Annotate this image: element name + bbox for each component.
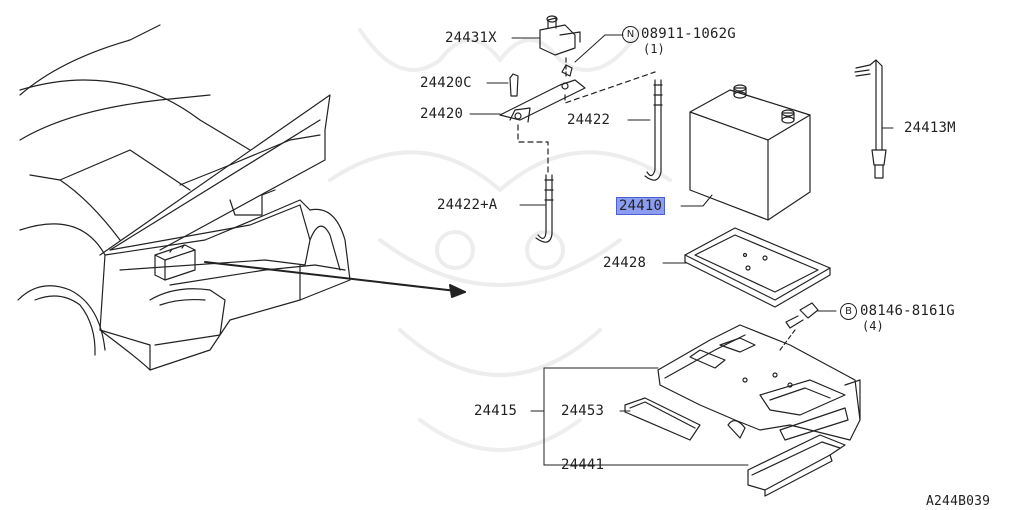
figure-code: A244B039 [926, 494, 991, 509]
part-label-24422[interactable]: 24422 [567, 112, 611, 128]
bolt-illustration [779, 302, 819, 351]
part-label-24422-a[interactable]: 24422+A [437, 197, 498, 213]
nut-prefix-badge: N [622, 26, 639, 43]
bolt-prefix-badge: B [840, 303, 857, 320]
bolt-quantity: (4) [862, 319, 884, 333]
leader-lines [469, 34, 894, 466]
part-label-08911-1062g[interactable]: 08911-1062G [641, 26, 736, 42]
watermark [328, 28, 672, 452]
car-illustration [17, 24, 351, 371]
part-label-24428[interactable]: 24428 [603, 255, 647, 271]
part-label-24415[interactable]: 24415 [474, 403, 518, 419]
part-label-24420c[interactable]: 24420C [420, 75, 472, 91]
battery-tray-illustration [684, 227, 831, 308]
nut-quantity: (1) [643, 42, 665, 56]
part-label-24420[interactable]: 24420 [420, 106, 464, 122]
part-label-24441[interactable]: 24441 [561, 457, 605, 473]
pointer-arrow [204, 261, 466, 298]
mounting-bracket-illustration [624, 324, 861, 497]
clamp-assembly [499, 15, 656, 176]
part-label-24431x[interactable]: 24431X [445, 30, 497, 46]
hold-down-rods [535, 79, 663, 243]
battery-illustration [689, 84, 811, 221]
cable-illustration [854, 59, 887, 179]
part-label-24453[interactable]: 24453 [561, 403, 605, 419]
part-label-08146-8161g[interactable]: 08146-8161G [860, 303, 955, 319]
part-label-24410[interactable]: 24410 [616, 197, 666, 215]
part-label-24413m[interactable]: 24413M [904, 120, 956, 136]
